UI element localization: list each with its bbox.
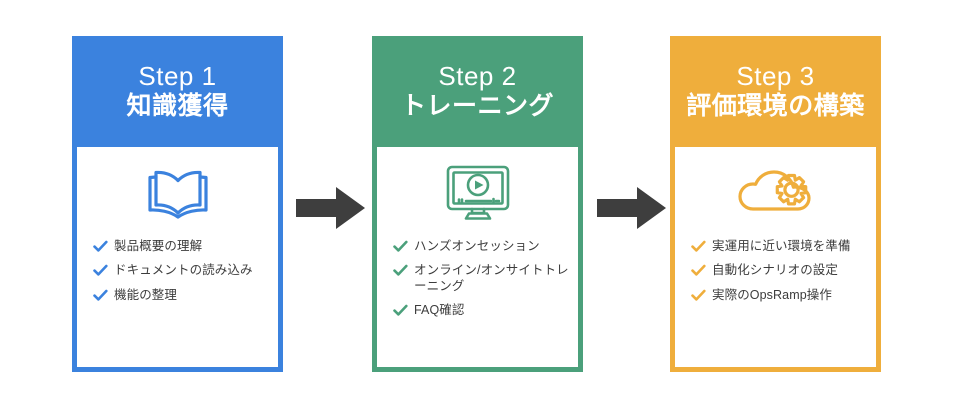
list-item: ドキュメントの読み込み [93, 263, 278, 278]
step-card-2-checklist: ハンズオンセッション オンライン/オンサイトトレーニング FAQ確認 [377, 239, 578, 318]
step-card-3-step-label: Step 3 [736, 61, 815, 92]
step-card-2-step-label: Step 2 [438, 61, 517, 92]
list-item: 製品概要の理解 [93, 239, 278, 254]
check-icon [691, 289, 706, 301]
step-card-2-title: トレーニング [400, 92, 554, 121]
list-item: ハンズオンセッション [393, 239, 578, 254]
check-icon [691, 240, 706, 252]
step-card-2-body: ハンズオンセッション オンライン/オンサイトトレーニング FAQ確認 [372, 147, 583, 372]
list-item-label: ハンズオンセッション [414, 239, 540, 253]
list-item-label: 実際のOpsRamp操作 [712, 287, 832, 302]
step-card-1-body: 製品概要の理解 ドキュメントの読み込み 機能の整理 [72, 147, 283, 372]
list-item: 実際のOpsRamp操作 [691, 288, 876, 303]
list-item: 機能の整理 [93, 288, 278, 303]
step-card-3-title: 評価環境の構築 [686, 92, 865, 121]
check-icon [93, 240, 108, 252]
check-icon [93, 264, 108, 276]
list-item-label: 製品概要の理解 [114, 239, 203, 253]
step-card-3-header: Step 3 評価環境の構築 [670, 36, 881, 147]
list-item-label: ドキュメントの読み込み [114, 263, 253, 278]
step-card-1-title: 知識獲得 [126, 92, 229, 121]
list-item-label: 機能の整理 [114, 287, 178, 302]
monitor-play-video-icon [442, 147, 514, 239]
step-card-2-header: Step 2 トレーニング [372, 36, 583, 147]
list-item-label: 実運用に近い環境を準備 [712, 239, 851, 253]
open-book-icon [145, 147, 211, 239]
step-card-1-checklist: 製品概要の理解 ドキュメントの読み込み 機能の整理 [77, 239, 278, 303]
list-item: オンライン/オンサイトトレーニング [393, 263, 578, 294]
list-item-label: オンライン/オンサイトトレーニング [414, 263, 569, 293]
list-item-label: 自動化シナリオの設定 [712, 263, 839, 278]
arrow-right-icon [597, 187, 666, 229]
list-item-label: FAQ確認 [414, 302, 465, 317]
check-icon [393, 304, 408, 316]
list-item: 実運用に近い環境を準備 [691, 239, 876, 254]
step-card-1-header: Step 1 知識獲得 [72, 36, 283, 147]
check-icon [393, 264, 408, 276]
step-card-1-step-label: Step 1 [138, 61, 217, 92]
step-card-1: Step 1 知識獲得 製品概要の理解 [72, 36, 283, 372]
step-card-2: Step 2 トレーニング [372, 36, 583, 372]
step-card-3-checklist: 実運用に近い環境を準備 自動化シナリオの設定 実際のOpsRamp操作 [675, 239, 876, 303]
check-icon [93, 289, 108, 301]
check-icon [393, 240, 408, 252]
list-item: 自動化シナリオの設定 [691, 263, 876, 278]
list-item: FAQ確認 [393, 303, 578, 318]
arrow-right-icon [296, 187, 365, 229]
cloud-gear-icon [736, 147, 816, 239]
step-card-3: Step 3 評価環境の構築 実運用に近い環境を準備 [670, 36, 881, 372]
check-icon [691, 264, 706, 276]
step-card-3-body: 実運用に近い環境を準備 自動化シナリオの設定 実際のOpsRamp操作 [670, 147, 881, 372]
